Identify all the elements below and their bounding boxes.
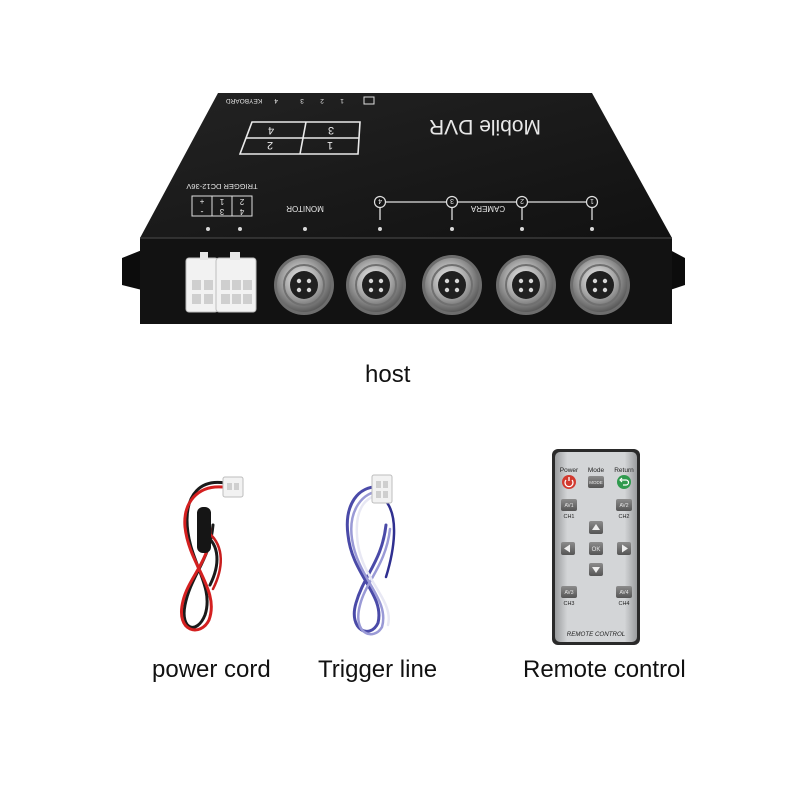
remote-left-button[interactable] <box>561 542 575 555</box>
remote-mode-button[interactable]: MODE <box>588 476 604 488</box>
svg-text:AV4: AV4 <box>619 590 628 596</box>
remote-av2-button[interactable]: AV2 <box>616 499 632 511</box>
svg-text:AV3: AV3 <box>564 590 573 596</box>
dvr-host-image: 4 3 2 1 Mobile DVR KEYBOARD 4 3 2 1 4 3 … <box>122 93 685 324</box>
remote-ok-button[interactable]: OK <box>589 542 603 555</box>
svg-text:MODE: MODE <box>589 480 603 485</box>
svg-text:AV1: AV1 <box>564 503 573 509</box>
camera-num-4: 4 <box>378 197 382 204</box>
quad-screen-grid <box>238 121 361 155</box>
remote-label-power: Power <box>560 467 579 474</box>
remote-label-ch3: CH3 <box>563 601 574 607</box>
remote-control-image: Power Mode Return MODE AV1 CH1 AV2 CH2 O… <box>552 449 640 645</box>
camera-num-2: 2 <box>520 197 524 204</box>
caption-trigger-line: Trigger line <box>318 656 438 683</box>
keyboard-port-icon <box>363 96 375 105</box>
remote-av3-button[interactable]: AV3 <box>561 586 577 598</box>
camera-num-3: 3 <box>450 197 454 204</box>
remote-av1-button[interactable]: AV1 <box>561 499 577 511</box>
trigger-label: TRIGGER DC12-36V <box>186 182 257 191</box>
trigger-pin-2: 2 <box>239 197 244 206</box>
remote-label-ch2: CH2 <box>618 514 629 520</box>
quad-label-4: 4 <box>268 124 274 136</box>
remote-right-button[interactable] <box>617 542 631 555</box>
polarity-minus: - <box>201 207 204 217</box>
quad-label-1: 1 <box>327 139 333 151</box>
remote-power-button[interactable] <box>562 475 576 489</box>
camera-label: CAMERA <box>470 204 505 213</box>
keyboard-pin-1: 1 <box>340 97 344 104</box>
svg-text:OK: OK <box>592 547 601 553</box>
remote-av4-button[interactable]: AV4 <box>616 586 632 598</box>
keyboard-pin-4: 4 <box>274 97 278 104</box>
keyboard-pin-3: 3 <box>300 97 304 104</box>
caption-power-cord: power cord <box>152 656 271 683</box>
caption-host: host <box>365 361 411 388</box>
keyboard-pin-2: 2 <box>320 97 324 104</box>
power-trigger-connectors <box>185 252 257 313</box>
remote-label-mode: Mode <box>588 467 605 474</box>
remote-label-ch4: CH4 <box>618 601 629 607</box>
power-cord-image <box>180 476 244 632</box>
quad-label-3: 3 <box>328 124 334 136</box>
polarity-plus: + <box>199 197 204 206</box>
trigger-pin-1: 1 <box>219 197 224 206</box>
keyboard-label: KEYBOARD <box>226 97 262 104</box>
aviation-connectors <box>274 255 630 315</box>
trigger-pin-diagram <box>191 195 253 217</box>
trigger-line-image <box>345 474 396 636</box>
remote-label-return: Return <box>614 467 634 474</box>
monitor-label: MONITOR <box>286 204 324 213</box>
remote-footer-label: REMOTE CONTROL <box>567 631 626 638</box>
remote-up-button[interactable] <box>589 521 603 534</box>
camera-num-1: 1 <box>590 197 594 204</box>
quad-label-2: 2 <box>267 139 273 151</box>
remote-label-ch1: CH1 <box>563 514 574 520</box>
trigger-pin-3: 3 <box>219 207 224 216</box>
remote-return-button[interactable] <box>617 475 631 489</box>
caption-remote-control: Remote control <box>523 656 686 683</box>
dvr-brand-label: Mobile DVR <box>429 115 541 138</box>
trigger-pin-4: 4 <box>239 207 244 216</box>
remote-down-button[interactable] <box>589 563 603 576</box>
svg-text:AV2: AV2 <box>619 503 628 509</box>
